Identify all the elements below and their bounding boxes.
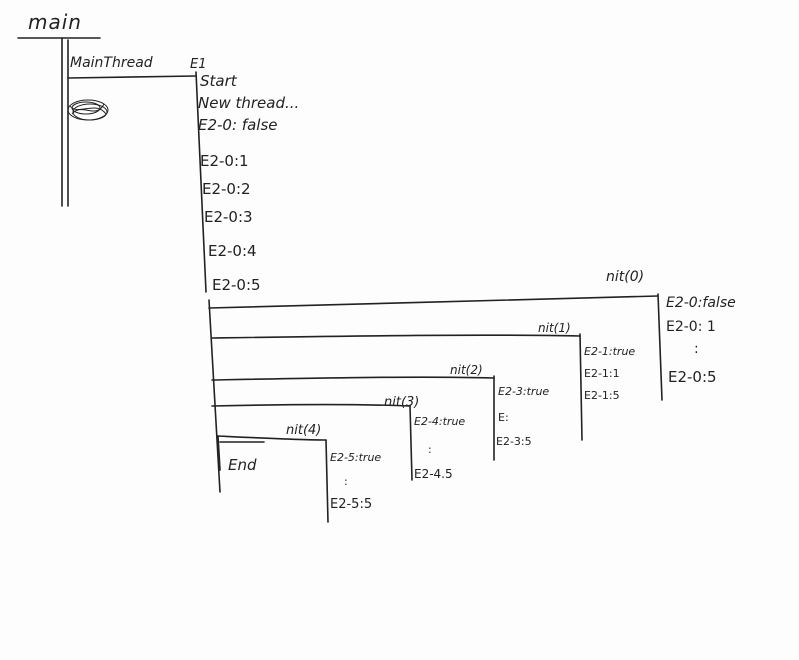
thread-line: E2-4:true [414,415,466,428]
scribble-icon [67,99,109,121]
e1-line: Start [200,72,237,90]
thread-line: E2-0: 1 [666,319,716,335]
e1-line: E2-0:3 [204,208,253,226]
nit1-vertical [579,333,583,441]
thread-line: E2-3:5 [496,435,532,448]
e1-line: E2-0:4 [208,242,257,260]
e1-line: E2-0:5 [212,276,261,294]
thread-line: E2-5:5 [330,497,373,512]
thread-label-nit2: nit(2) [450,363,483,377]
main-title: main [28,10,82,34]
nit2-back [211,403,411,407]
e1-line: New thread... [198,94,300,112]
thread-line: E2-4.5 [414,467,453,481]
nit4-vertical [325,439,329,523]
thread-label-nit4: nit(4) [286,423,322,438]
nit3-back [217,435,327,441]
e1-vertical-lower [208,299,221,493]
nit3-vertical [409,405,413,481]
thread-line: E2-3:true [498,385,550,398]
thread-line: E2-1:true [584,345,636,358]
thread-line: E2-0:5 [668,368,717,386]
thread-line: : [694,341,699,357]
end-left [217,435,221,471]
thread-line: E: [498,411,509,424]
thread-line: : [428,443,432,456]
nit0-vertical [657,293,663,401]
e1-label: E1 [190,57,207,72]
nit1-back [211,376,495,381]
thread-line: E2-1:1 [584,367,620,380]
nit0-back [211,334,581,339]
main-thread-line [67,75,197,79]
thread-label-nit1: nit(1) [538,321,571,335]
e1-line: E2-0:2 [202,180,251,198]
e1-line: E2-0:1 [200,152,249,170]
thread-label-nit0: nit(0) [606,269,645,285]
nit0-branch [208,295,659,309]
e1-vertical [195,71,207,293]
thread-line: E2-5:true [330,451,382,464]
main-thread-label: MainThread [70,55,153,71]
end-label: End [228,456,257,474]
thread-label-nit3: nit(3) [384,395,420,410]
thread-line: E2-1:5 [584,389,620,402]
thread-line: E2-0:false [666,295,736,311]
thread-line: : [344,475,348,488]
e1-line: E2-0: false [198,116,278,134]
